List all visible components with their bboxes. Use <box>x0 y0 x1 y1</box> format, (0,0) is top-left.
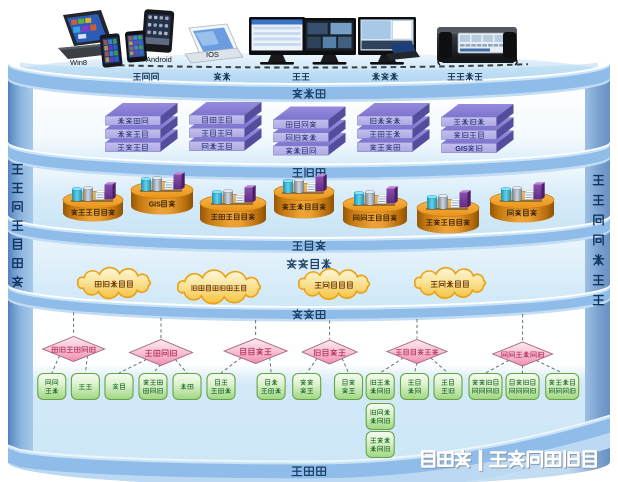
svg-text:IOS: IOS <box>206 50 219 59</box>
svg-text:Android: Android <box>146 55 172 64</box>
svg-text:Win8: Win8 <box>70 58 87 67</box>
svg-text:GIS: GIS <box>149 201 161 208</box>
svg-text:GIS: GIS <box>455 144 468 153</box>
